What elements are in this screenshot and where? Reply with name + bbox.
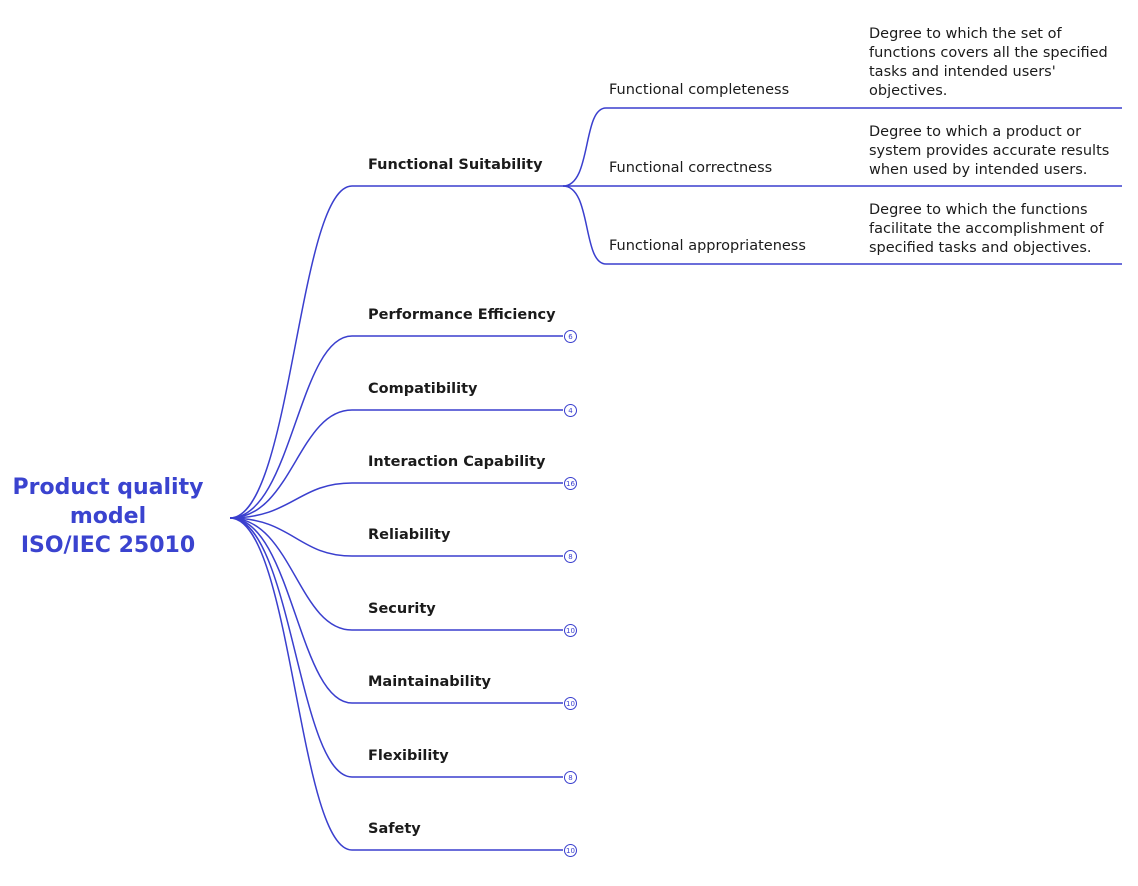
- description-line: objectives.: [869, 83, 948, 99]
- collapsed-count-badge[interactable]: 6: [564, 330, 577, 343]
- collapsed-count-badge[interactable]: 10: [564, 624, 577, 637]
- branch-connector: [229, 185, 563, 519]
- description-line: facilitate the accomplishment of: [869, 221, 1104, 237]
- description-line: tasks and intended users': [869, 64, 1056, 80]
- branch-label[interactable]: Security: [368, 601, 436, 617]
- collapsed-count-badge[interactable]: 8: [564, 771, 577, 784]
- collapsed-count-badge[interactable]: 10: [564, 697, 577, 710]
- root-node[interactable]: Product quality model ISO/IEC 25010: [0, 473, 216, 560]
- collapsed-count-badge[interactable]: 16: [564, 477, 577, 490]
- branch-connector: [229, 335, 563, 519]
- sub-branch-connector: [562, 185, 1122, 265]
- branch-label[interactable]: Performance Efficiency: [368, 307, 556, 323]
- branch-connector: [229, 517, 563, 557]
- branch-label[interactable]: Functional Suitability: [368, 157, 543, 173]
- collapsed-count-badge[interactable]: 8: [564, 550, 577, 563]
- branch-connector: [229, 409, 563, 519]
- branch-label[interactable]: Maintainability: [368, 674, 491, 690]
- collapsed-count-badge[interactable]: 10: [564, 844, 577, 857]
- description-line: Degree to which the functions: [869, 202, 1088, 218]
- branch-connector: [229, 517, 563, 778]
- branch-label[interactable]: Compatibility: [368, 381, 478, 397]
- root-line: model: [69, 504, 147, 529]
- description-text: Degree to which a product or system provi…: [869, 123, 1109, 180]
- branch-connector: [229, 517, 563, 704]
- sub-branch-label[interactable]: Functional appropriateness: [609, 238, 806, 254]
- branch-connector: [229, 517, 563, 851]
- description-line: functions covers all the specified: [869, 45, 1108, 61]
- description-text: Degree to which the set of functions cove…: [869, 25, 1108, 101]
- description-line: Degree to which a product or: [869, 124, 1082, 140]
- sub-branch-label[interactable]: Functional completeness: [609, 82, 790, 98]
- description-line: system provides accurate results: [869, 143, 1110, 159]
- sub-branch-label[interactable]: Functional correctness: [609, 160, 773, 176]
- description-line: Degree to which the set of: [869, 26, 1062, 42]
- description-text: Degree to which the functions facilitate …: [869, 201, 1104, 258]
- collapsed-count-badge[interactable]: 4: [564, 404, 577, 417]
- branch-connector: [229, 482, 563, 519]
- branch-label[interactable]: Reliability: [368, 527, 451, 543]
- root-line: ISO/IEC 25010: [20, 533, 196, 558]
- branch-label[interactable]: Interaction Capability: [368, 454, 546, 470]
- description-line: specified tasks and objectives.: [869, 240, 1092, 256]
- root-line: Product quality: [12, 475, 204, 500]
- description-line: when used by intended users.: [869, 162, 1088, 178]
- branch-connector: [229, 517, 563, 631]
- branch-label[interactable]: Flexibility: [368, 748, 449, 764]
- branch-label[interactable]: Safety: [368, 821, 421, 837]
- sub-branch-connector: [562, 107, 1122, 187]
